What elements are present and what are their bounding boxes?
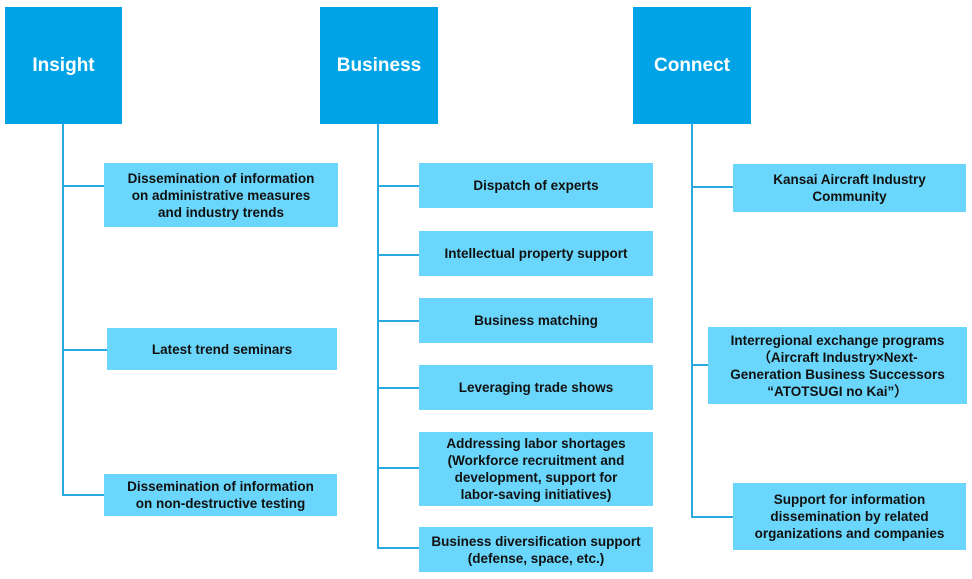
connect-item-kansai-community: Kansai Aircraft Industry Community xyxy=(733,164,966,212)
insight-item-admin-measures: Dissemination of information on administ… xyxy=(104,163,338,227)
business-trunk-line xyxy=(377,124,379,549)
business-item-ip-support: Intellectual property support xyxy=(419,231,653,276)
business-item-matching: Business matching xyxy=(419,298,653,343)
insight-branch-3 xyxy=(62,494,104,496)
insight-trunk-line xyxy=(62,124,64,496)
insight-item-trend-seminars: Latest trend seminars xyxy=(107,328,337,370)
connect-branch-1 xyxy=(691,186,733,188)
connect-header: Connect xyxy=(633,7,751,124)
insight-header: Insight xyxy=(5,7,122,124)
business-branch-1 xyxy=(377,185,419,187)
connect-item-interregional-exchange: Interregional exchange programs （Aircraf… xyxy=(708,327,967,404)
business-item-trade-shows: Leveraging trade shows xyxy=(419,365,653,410)
connect-item-info-support: Support for information dissemination by… xyxy=(733,483,966,550)
business-branch-5 xyxy=(377,467,419,469)
business-item-labor-shortages: Addressing labor shortages (Workforce re… xyxy=(419,432,653,506)
business-branch-4 xyxy=(377,387,419,389)
business-header: Business xyxy=(320,7,438,124)
insight-branch-1 xyxy=(62,185,104,187)
business-branch-2 xyxy=(377,254,419,256)
connect-trunk-line xyxy=(691,124,693,518)
insight-item-ndt-info: Dissemination of information on non-dest… xyxy=(104,474,337,516)
business-item-diversification: Business diversification support (defens… xyxy=(419,527,653,572)
insight-branch-2 xyxy=(62,349,107,351)
business-item-dispatch-experts: Dispatch of experts xyxy=(419,163,653,208)
connect-branch-2 xyxy=(691,364,708,366)
connect-branch-3 xyxy=(691,516,733,518)
business-branch-6 xyxy=(377,547,419,549)
business-branch-3 xyxy=(377,320,419,322)
